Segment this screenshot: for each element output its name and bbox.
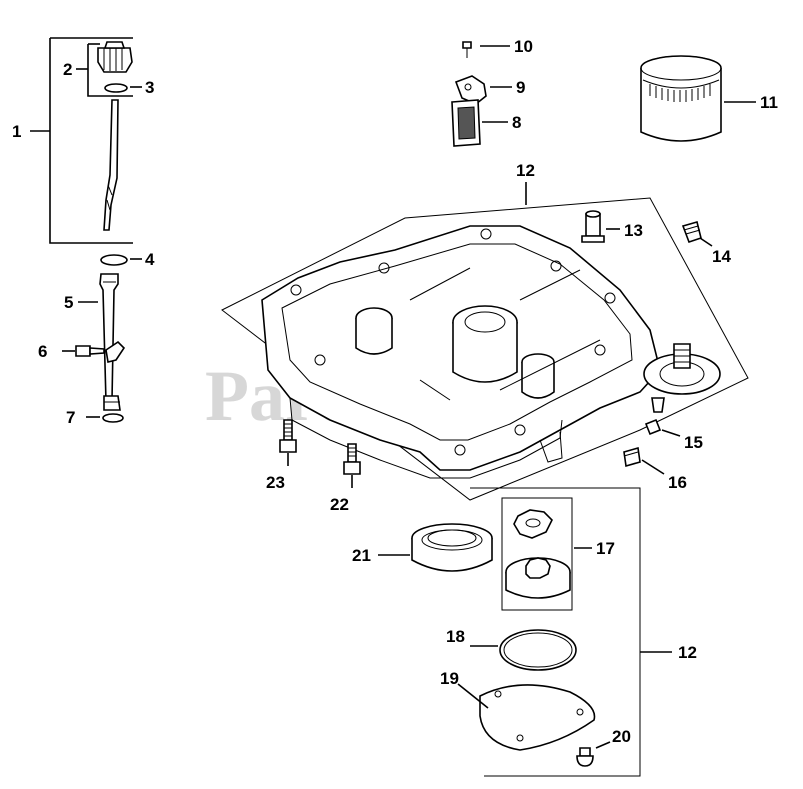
callout-16: 16 bbox=[668, 473, 687, 492]
callout-14: 14 bbox=[712, 247, 731, 266]
pump-cover[interactable] bbox=[457, 683, 611, 767]
o-ring-4 bbox=[100, 254, 128, 266]
callout-20: 20 bbox=[612, 727, 631, 746]
callout-3: 3 bbox=[145, 78, 154, 97]
callout-1: 1 bbox=[12, 122, 21, 141]
callout-10: 10 bbox=[514, 37, 533, 56]
oil-pump-gears[interactable] bbox=[501, 497, 592, 611]
callout-12-bottom: 12 bbox=[678, 643, 697, 662]
callout-13: 13 bbox=[624, 221, 643, 240]
o-ring-18[interactable] bbox=[470, 629, 577, 671]
callout-23: 23 bbox=[266, 473, 285, 492]
callout-9: 9 bbox=[516, 78, 525, 97]
callout-17: 17 bbox=[596, 539, 615, 558]
callout-12-top: 12 bbox=[516, 161, 535, 180]
label-and-clip[interactable] bbox=[451, 41, 512, 147]
dipstick-assembly[interactable] bbox=[30, 37, 142, 244]
callout-4: 4 bbox=[145, 250, 155, 269]
callout-labels: 1 2 3 4 5 6 7 8 9 10 11 12 13 14 15 16 1… bbox=[12, 37, 778, 746]
callout-2: 2 bbox=[63, 60, 72, 79]
callout-7: 7 bbox=[66, 408, 75, 427]
callout-18: 18 bbox=[446, 627, 465, 646]
dipstick-tube-assembly[interactable] bbox=[62, 254, 142, 423]
oil-pan[interactable] bbox=[221, 182, 749, 501]
callout-19: 19 bbox=[440, 669, 459, 688]
callout-21: 21 bbox=[352, 546, 371, 565]
callout-8: 8 bbox=[512, 113, 521, 132]
oil-filter[interactable] bbox=[640, 55, 756, 142]
callout-11: 11 bbox=[760, 93, 778, 112]
callout-22: 22 bbox=[330, 495, 349, 514]
callout-6: 6 bbox=[38, 342, 47, 361]
callout-15: 15 bbox=[684, 433, 703, 452]
bolts[interactable] bbox=[279, 419, 361, 488]
oil-seal[interactable] bbox=[378, 523, 493, 572]
fittings[interactable] bbox=[581, 210, 713, 475]
callout-5: 5 bbox=[64, 293, 73, 312]
